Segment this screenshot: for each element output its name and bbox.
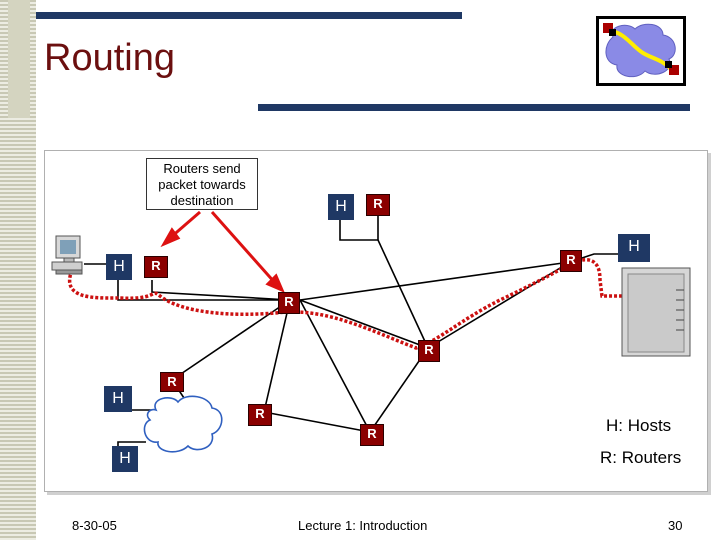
host-node: H bbox=[112, 446, 138, 472]
top-rule bbox=[36, 12, 462, 19]
page-number: 30 bbox=[668, 518, 683, 533]
host-node: H bbox=[618, 234, 650, 262]
router-node: R bbox=[144, 256, 168, 278]
server-icon bbox=[621, 267, 691, 357]
router-node: R bbox=[360, 424, 384, 446]
router-node: R bbox=[248, 404, 272, 426]
legend-hosts: H: Hosts bbox=[606, 416, 672, 435]
bottom-rule bbox=[258, 104, 690, 111]
router-node: R bbox=[560, 250, 582, 272]
slide-title: Routing bbox=[44, 37, 175, 79]
routers-callout: Routers send packet towards destination bbox=[146, 158, 258, 210]
host-node: H bbox=[328, 194, 354, 220]
callout-arrows bbox=[160, 210, 285, 293]
sidebar-accent bbox=[8, 0, 30, 118]
router-node: R bbox=[160, 372, 184, 392]
footer-date: 8-30-05 bbox=[72, 518, 117, 533]
network-logo-icon bbox=[596, 16, 686, 86]
router-node: R bbox=[278, 292, 300, 314]
host-node: H bbox=[106, 254, 132, 280]
computer-icon bbox=[51, 235, 83, 275]
router-node: R bbox=[418, 340, 440, 362]
router-node: R bbox=[366, 194, 390, 216]
host-node: H bbox=[104, 386, 132, 412]
footer-center: Lecture 1: Introduction bbox=[298, 518, 428, 533]
legend-routers: R: Routers bbox=[600, 448, 682, 467]
cloud-icon bbox=[143, 395, 223, 453]
